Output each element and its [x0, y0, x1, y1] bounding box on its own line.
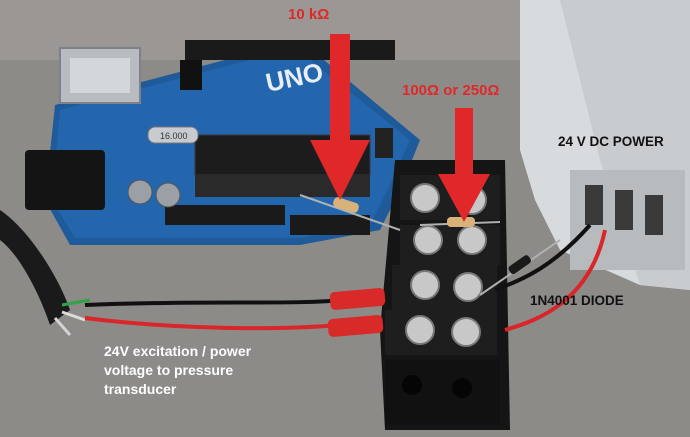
label-resistor-10k: 10 kΩ — [288, 6, 330, 23]
label-excitation-line2: voltage to pressure — [104, 362, 234, 378]
screw — [405, 315, 435, 345]
arduino-board — [25, 40, 420, 245]
wire-black — [84, 298, 341, 307]
screw — [453, 272, 483, 302]
power-header — [165, 205, 285, 225]
label-excitation-line1: 24V excitation / power — [104, 343, 252, 359]
crimp-connector — [329, 288, 386, 310]
capacitor — [127, 179, 153, 205]
label-power-supply: 24 V DC POWER — [558, 134, 664, 149]
label-excitation: 24V excitation / power voltage to pressu… — [104, 342, 304, 399]
diode-1n4001 — [479, 239, 561, 296]
screw — [413, 225, 443, 255]
crystal — [147, 126, 199, 144]
capacitor — [155, 182, 181, 208]
analog-header — [290, 215, 370, 235]
screw — [451, 317, 481, 347]
resistor-100-250 — [419, 217, 501, 227]
wire-red-psu — [504, 229, 607, 332]
wire-black-psu — [494, 223, 592, 292]
crystal-label: 16.000 — [160, 131, 188, 141]
resistor-10k — [299, 194, 401, 231]
screw — [410, 270, 440, 300]
transducer-cable — [0, 210, 91, 336]
arrow-10k — [310, 34, 370, 200]
dc-jack — [25, 150, 105, 210]
screw — [410, 183, 440, 213]
crimp-connector — [327, 315, 384, 337]
terminal-block — [380, 160, 510, 430]
label-diode: 1N4001 DIODE — [530, 293, 624, 308]
wire-red — [84, 316, 341, 331]
label-resistor-100-250: 100Ω or 250Ω — [402, 82, 500, 99]
digital-header — [185, 40, 395, 60]
label-excitation-line3: transducer — [104, 381, 177, 397]
arrow-100-250 — [438, 108, 490, 222]
screw — [457, 225, 487, 255]
power-supply — [520, 0, 690, 290]
